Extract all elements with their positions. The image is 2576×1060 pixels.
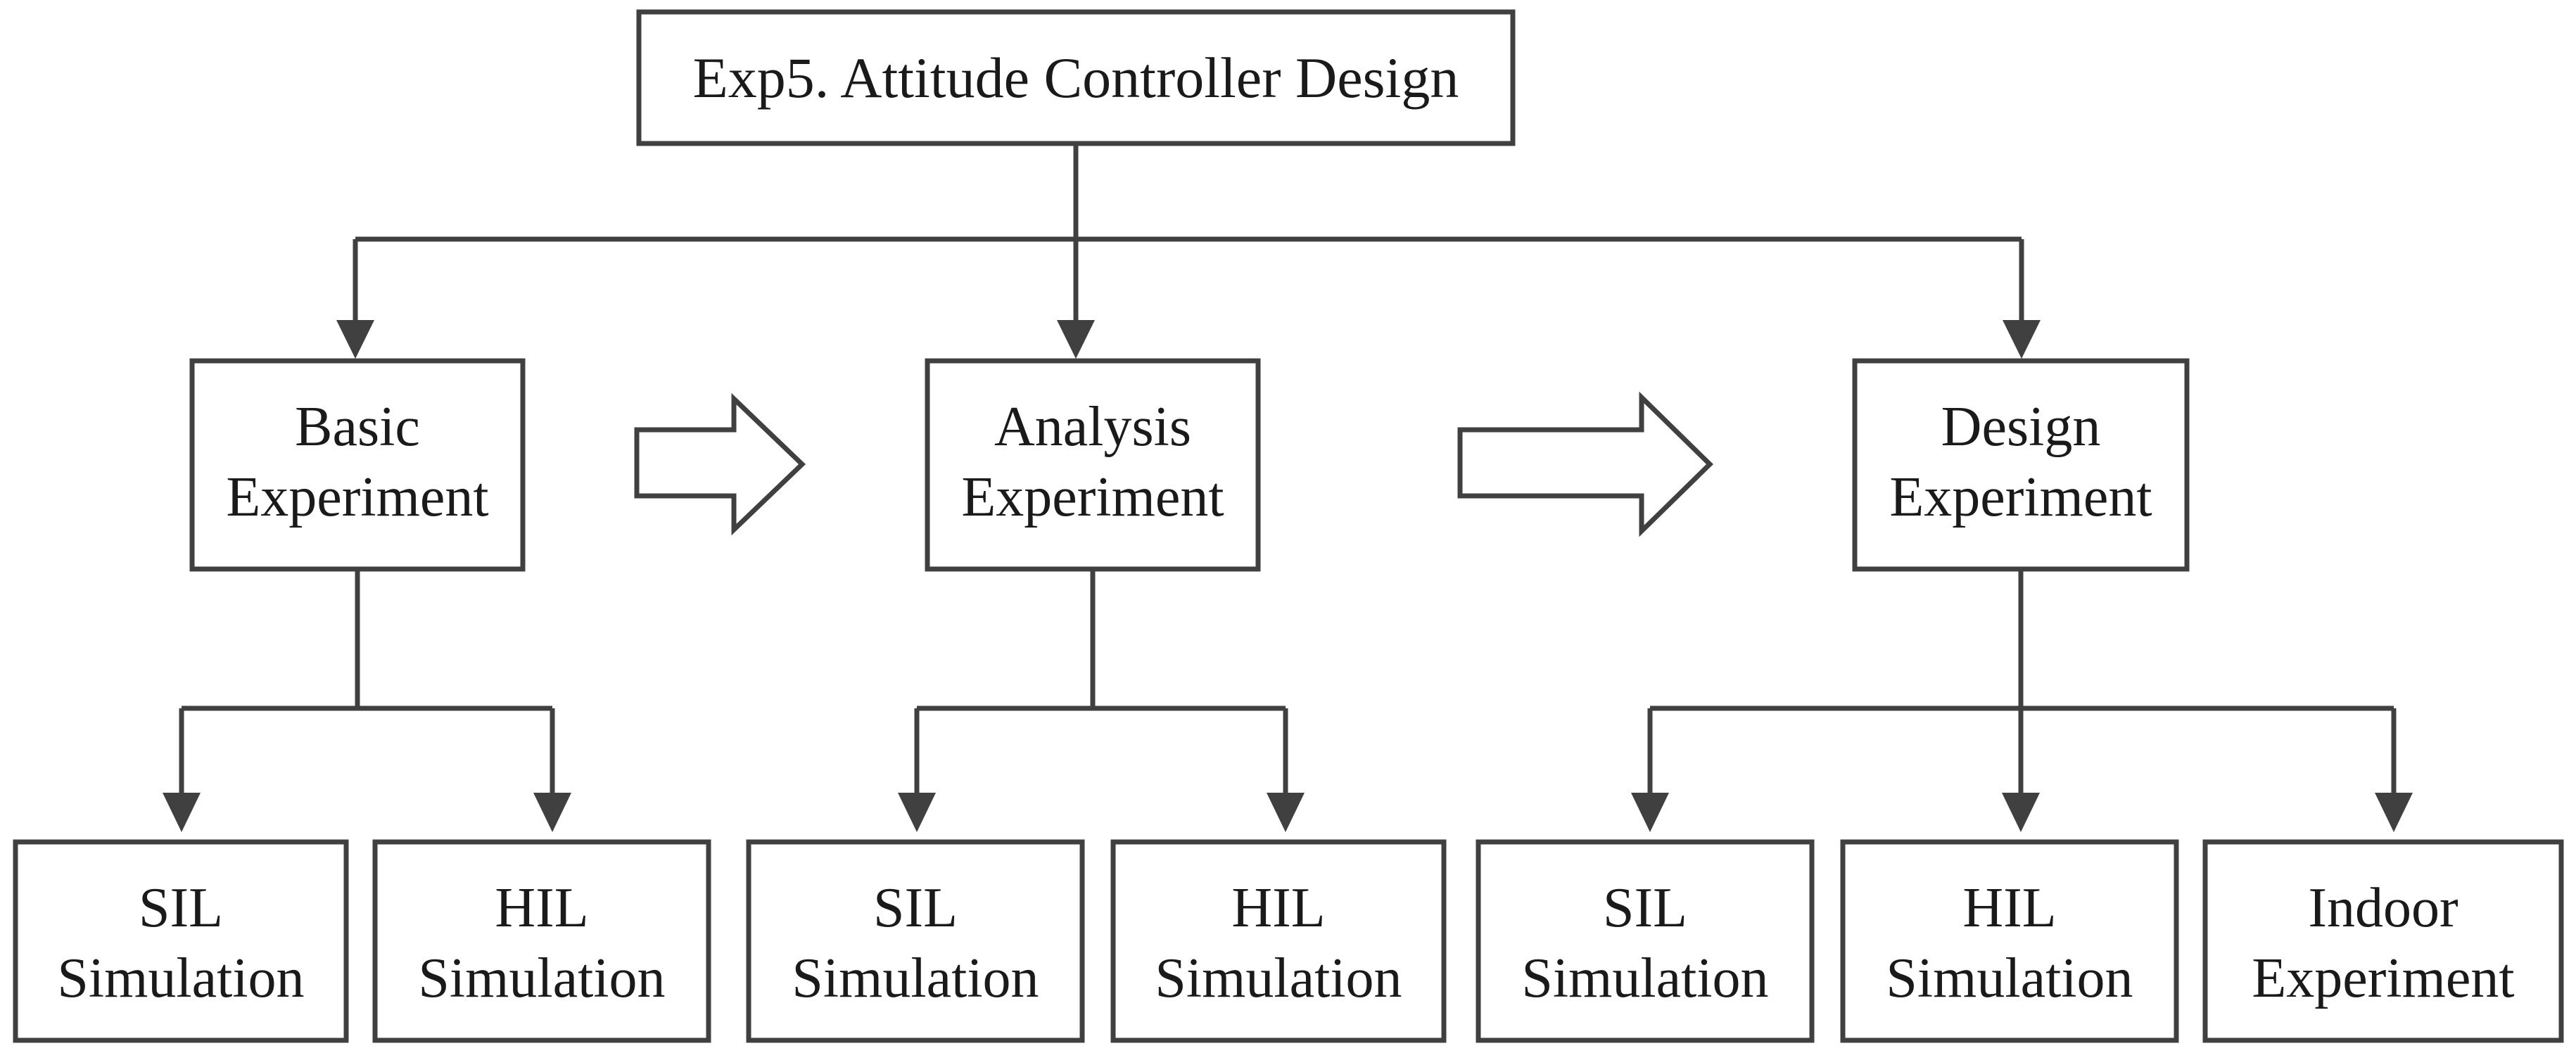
root-to-design-arrowhead [2003, 320, 2041, 359]
stage-node-basic: Basic Experiment [189, 358, 526, 572]
leaf-analysis-hil-line2: Simulation [1155, 947, 1402, 1009]
leaf-design-sil-line2: Simulation [1521, 947, 1768, 1009]
leaf-analysis-hil: HIL Simulation [1110, 839, 1447, 1043]
leaf-analysis-hil-box [1110, 839, 1447, 1043]
leaf-basic-sil-line1: SIL [139, 877, 223, 939]
root-node: Exp5. Attitude Controller Design [636, 9, 1516, 146]
stage-design-label-line2: Experiment [1889, 466, 2152, 528]
leaf-design-hil-box [1840, 839, 2179, 1043]
leaf-design-indoor: Indoor Experiment [2202, 839, 2564, 1043]
leaf-basic-hil-box [372, 839, 711, 1043]
stage-analysis-box [925, 358, 1261, 572]
stage-node-analysis: Analysis Experiment [925, 358, 1261, 572]
leaf-basic-hil-line2: Simulation [418, 947, 665, 1009]
stage-analysis-label-line1: Analysis [994, 396, 1191, 458]
design-to-sil-arrowhead [1631, 793, 1669, 832]
leaf-analysis-hil-line1: HIL [1231, 877, 1325, 939]
basic-to-hil-arrowhead [533, 793, 571, 832]
stage-design-box [1852, 358, 2190, 572]
root-connectors [336, 143, 2041, 359]
analysis-to-hil-arrowhead [1267, 793, 1305, 832]
stage-node-design: Design Experiment [1852, 358, 2190, 572]
root-node-box [636, 9, 1516, 146]
stage-basic-label-line1: Basic [295, 396, 420, 458]
leaf-design-hil-line1: HIL [1962, 877, 2056, 939]
leaf-basic-sil: SIL Simulation [13, 839, 349, 1043]
leaf-analysis-sil-line2: Simulation [792, 947, 1039, 1009]
progress-arrow-basic-to-analysis [634, 392, 806, 536]
stage-basic-label-line2: Experiment [226, 466, 488, 528]
stage-analysis-label-line2: Experiment [961, 466, 1224, 528]
root-node-label: Exp5. Attitude Controller Design [693, 46, 1459, 110]
stage-basic-box [189, 358, 526, 572]
basic-to-sil-arrowhead [163, 793, 201, 832]
design-connectors [1631, 569, 2413, 832]
leaf-analysis-sil-line1: SIL [873, 877, 958, 939]
leaf-design-indoor-line2: Experiment [2252, 947, 2514, 1009]
leaf-design-hil: HIL Simulation [1840, 839, 2179, 1043]
leaf-basic-sil-line2: Simulation [57, 947, 304, 1009]
leaf-analysis-sil: SIL Simulation [746, 839, 1085, 1043]
design-to-indoor-arrowhead [2375, 793, 2413, 832]
basic-connectors [163, 569, 571, 832]
leaf-design-sil: SIL Simulation [1476, 839, 1815, 1043]
design-to-hil-arrowhead [2002, 793, 2040, 832]
leaf-basic-hil: HIL Simulation [372, 839, 711, 1043]
progress-arrow-analysis-to-design [1457, 391, 1714, 537]
leaf-design-indoor-line1: Indoor [2308, 877, 2458, 939]
leaf-basic-sil-box [13, 839, 349, 1043]
root-to-analysis-arrowhead [1057, 320, 1095, 359]
analysis-connectors [898, 569, 1305, 832]
root-to-basic-arrowhead [336, 320, 374, 359]
leaf-design-indoor-box [2202, 839, 2564, 1043]
analysis-to-sil-arrowhead [898, 793, 936, 832]
leaf-basic-hil-line1: HIL [495, 877, 588, 939]
leaf-design-sil-box [1476, 839, 1815, 1043]
stage-design-label-line1: Design [1941, 396, 2101, 458]
leaf-design-sil-line1: SIL [1603, 877, 1687, 939]
leaf-analysis-sil-box [746, 839, 1085, 1043]
leaf-design-hil-line2: Simulation [1886, 947, 2133, 1009]
